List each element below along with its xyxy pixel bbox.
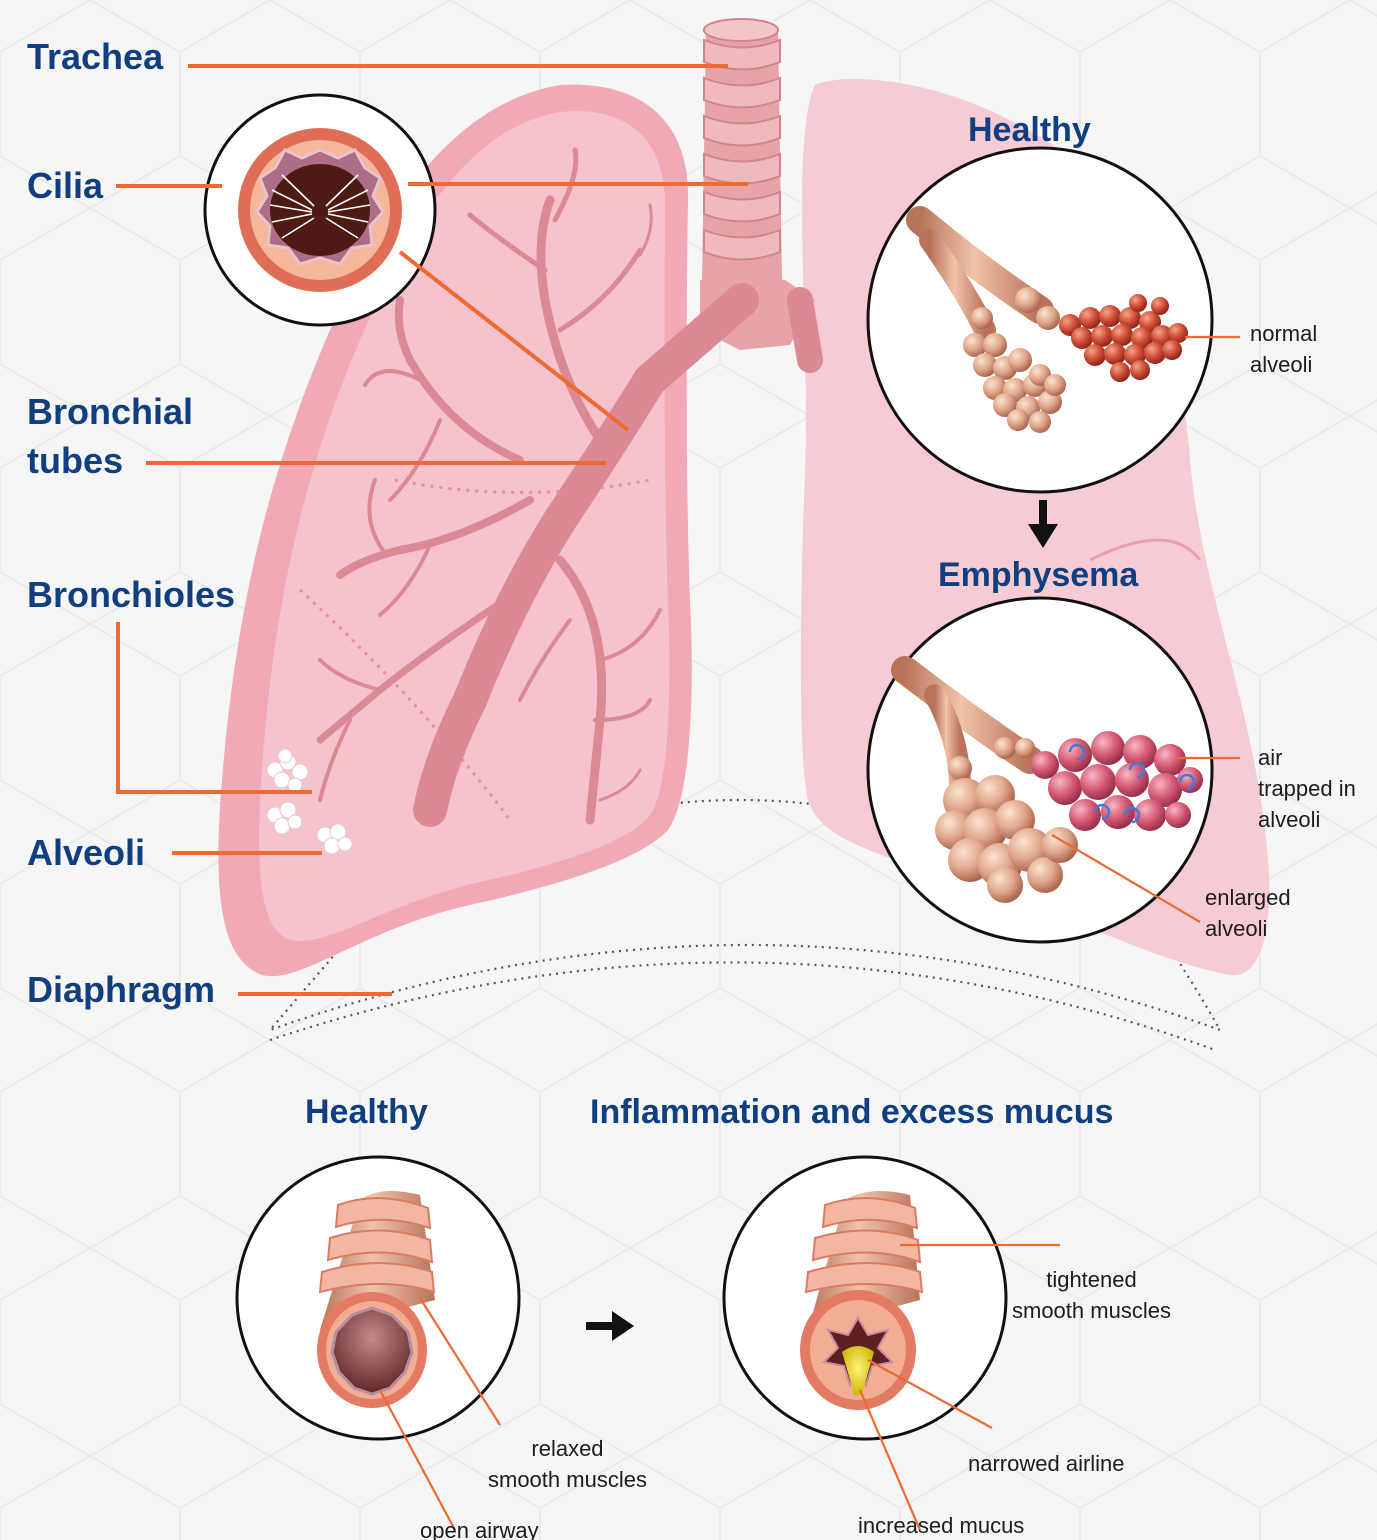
emphysema-alveoli-inset bbox=[868, 598, 1212, 942]
healthy-airway-inset bbox=[237, 1157, 519, 1439]
label-bronchial-tubes: Bronchial tubes bbox=[27, 388, 193, 486]
healthy-alveoli-inset bbox=[868, 148, 1212, 492]
note-narrowed-airline: narrowed airline bbox=[968, 1448, 1125, 1479]
note-increased-mucus: increased mucus bbox=[858, 1510, 1024, 1540]
note-open-airway: open airway bbox=[420, 1515, 539, 1540]
label-cilia: Cilia bbox=[27, 162, 103, 211]
note-enlarged-alveoli: enlarged alveoli bbox=[1205, 882, 1291, 944]
label-trachea: Trachea bbox=[27, 33, 163, 82]
heading-healthy-airway: Healthy bbox=[305, 1092, 428, 1133]
note-relaxed-muscles: relaxed smooth muscles bbox=[488, 1433, 647, 1495]
heading-emphysema: Emphysema bbox=[938, 555, 1138, 596]
heading-healthy-alveoli: Healthy bbox=[968, 110, 1091, 151]
label-alveoli: Alveoli bbox=[27, 829, 145, 878]
note-normal-alveoli: normal alveoli bbox=[1250, 318, 1317, 380]
note-air-trapped: air trapped in alveoli bbox=[1258, 742, 1356, 836]
label-bronchioles: Bronchioles bbox=[27, 571, 235, 620]
inflamed-airway-inset bbox=[724, 1157, 1006, 1439]
heading-inflammation: Inflammation and excess mucus bbox=[590, 1092, 1113, 1133]
label-diaphragm: Diaphragm bbox=[27, 966, 215, 1015]
cilia-inset bbox=[205, 95, 435, 325]
note-tightened-muscles: tightened smooth muscles bbox=[1012, 1264, 1171, 1326]
